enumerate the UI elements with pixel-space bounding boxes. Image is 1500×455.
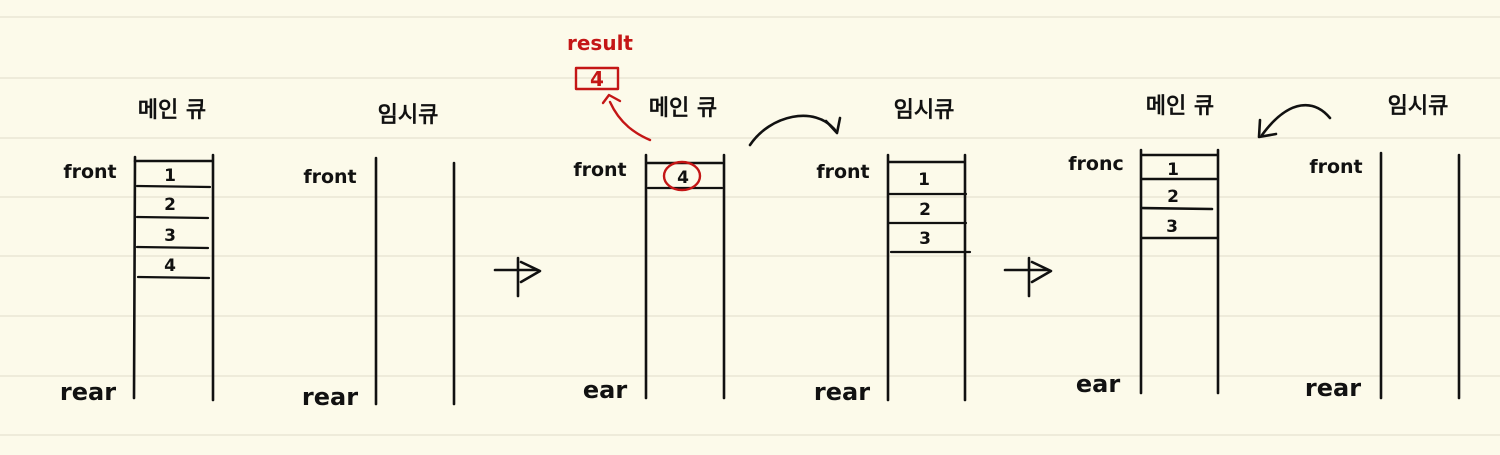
step1-main-wall-left — [132, 155, 137, 400]
step3-main-queue: 메인 큐 fronc ear 1 2 3 — [1068, 94, 1220, 398]
step1-main-divider — [136, 275, 211, 280]
curved-arrow-icon — [1257, 103, 1332, 139]
step2-temp-cell: 1 — [918, 170, 930, 190]
step3-main-cell: 1 — [1167, 160, 1179, 180]
step1-temp-queue: 임시큐 front rear — [302, 103, 456, 411]
step1-main-cell: 3 — [164, 226, 176, 246]
step1-main-divider — [135, 215, 210, 220]
step3-main-divider — [1140, 206, 1214, 211]
step2-temp-front-label: front — [816, 161, 869, 183]
step2-temp-cell: 3 — [919, 229, 931, 249]
step1-main-cell: 1 — [164, 166, 176, 186]
arrowhead-icon — [601, 93, 622, 105]
step1-temp-front-label: front — [303, 166, 356, 188]
step3-main-cell: 3 — [1166, 217, 1178, 237]
step2-temp-cell: 2 — [919, 200, 931, 220]
step2-main-title: 메인 큐 — [649, 96, 717, 121]
ruled-lines — [0, 16, 1500, 436]
step2-temp-queue: 임시큐 front rear 1 2 3 — [814, 98, 972, 406]
step2-result-value: 4 — [590, 67, 604, 91]
step2-result-box — [574, 66, 620, 91]
step3-main-front-label: fronc — [1068, 153, 1123, 175]
step1-main-queue: 메인 큐 front rear 1 2 3 4 — [60, 98, 215, 406]
step2-dequeue-circle — [662, 160, 702, 192]
step2-temp-title: 임시큐 — [894, 98, 955, 123]
step2-temp-rear-label: rear — [814, 378, 870, 406]
curved-arrow-icon — [748, 114, 842, 147]
step2-main-rear-label: ear — [583, 376, 627, 404]
step3-temp-title: 임시큐 — [1388, 94, 1449, 119]
step1-main-cell: 4 — [164, 256, 176, 276]
step3-main-rear-label: ear — [1076, 370, 1120, 398]
step3-temp-front-label: front — [1309, 156, 1362, 178]
step2-result: result 4 — [567, 31, 652, 142]
step1-main-divider — [135, 184, 212, 189]
step2-main-queue: 메인 큐 front ear 4 — [573, 96, 726, 404]
transition-arrow-icon — [1003, 256, 1053, 298]
step3-main-title: 메인 큐 — [1146, 94, 1214, 119]
step1-main-divider — [135, 245, 210, 250]
step3-temp-rear-label: rear — [1305, 374, 1361, 402]
step1-main-cell: 2 — [164, 195, 176, 215]
step1-temp-rear-label: rear — [302, 383, 358, 411]
step2-result-label: result — [567, 31, 633, 55]
step2-main-cell: 4 — [677, 168, 689, 188]
transition-arrow-icon — [493, 256, 542, 298]
step3-main-cell: 2 — [1167, 187, 1179, 207]
step1-main-title: 메인 큐 — [138, 98, 206, 123]
step1-main-rear-label: rear — [60, 378, 116, 406]
step1-temp-title: 임시큐 — [378, 103, 439, 128]
step1-main-front-label: front — [63, 161, 116, 183]
step3-temp-queue: 임시큐 front rear — [1305, 94, 1461, 402]
step2-main-front-label: front — [573, 159, 626, 181]
step2-result-arrow — [608, 100, 652, 142]
